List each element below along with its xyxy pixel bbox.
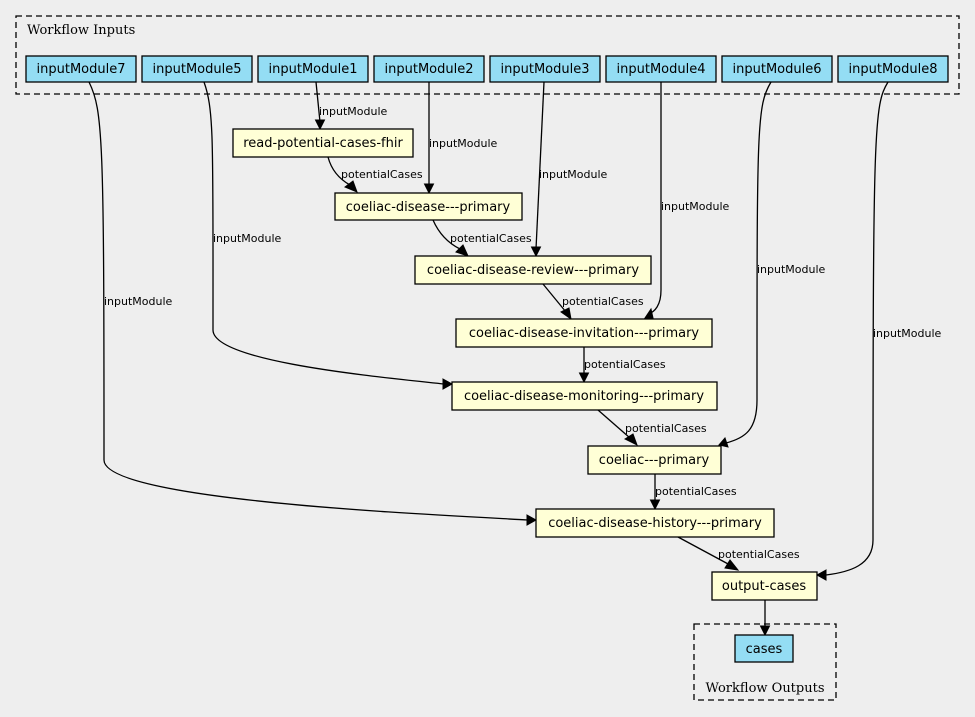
- node-input-module7[interactable]: inputModule7: [25, 55, 137, 83]
- svg-text:coeliac-disease-monitoring---p: coeliac-disease-monitoring---primary: [464, 389, 704, 404]
- edge-label: potentialCases: [655, 485, 737, 498]
- node-coeliac-disease-invitation-primary[interactable]: coeliac-disease-invitation---primary: [455, 318, 713, 348]
- node-input-module8[interactable]: inputModule8: [837, 55, 949, 83]
- edge-in8-output: inputModule: [815, 81, 942, 581]
- node-output-cases[interactable]: output-cases: [711, 571, 818, 601]
- node-input-module3[interactable]: inputModule3: [489, 55, 601, 83]
- edge-read-primary: potentialCases: [327, 156, 423, 193]
- edge-review-invitation: potentialCases: [542, 283, 644, 321]
- workflow-inputs-cluster: Workflow Inputs: [15, 15, 960, 95]
- node-input-module4[interactable]: inputModule4: [605, 55, 717, 83]
- edge-label: potentialCases: [584, 358, 666, 371]
- svg-text:coeliac-disease---primary: coeliac-disease---primary: [346, 200, 511, 215]
- node-coeliac-disease-monitoring-primary[interactable]: coeliac-disease-monitoring---primary: [451, 381, 718, 411]
- edge-label: potentialCases: [450, 232, 532, 245]
- node-cases[interactable]: cases: [734, 634, 794, 663]
- node-read-potential-cases-fhir[interactable]: read-potential-cases-fhir: [232, 128, 414, 158]
- node-coeliac-disease-primary[interactable]: coeliac-disease---primary: [334, 192, 523, 221]
- svg-text:read-potential-cases-fhir: read-potential-cases-fhir: [243, 136, 403, 151]
- edge-label: inputModule: [319, 105, 388, 118]
- svg-text:coeliac-disease-history---prim: coeliac-disease-history---primary: [548, 516, 762, 531]
- node-input-module1[interactable]: inputModule1: [257, 55, 369, 83]
- edge-in6-coeliac: inputModule: [718, 81, 826, 448]
- edge-in5-monitoring: inputModule: [203, 81, 454, 390]
- node-input-module5[interactable]: inputModule5: [141, 55, 253, 83]
- edge-in4-invitation: inputModule: [644, 82, 730, 319]
- edge-in3-review: inputModule: [530, 81, 608, 258]
- edge-coeliac-history: potentialCases: [649, 474, 737, 511]
- edge-label: inputModule: [757, 263, 826, 276]
- edge-primary-review: potentialCases: [432, 219, 532, 257]
- svg-text:output-cases: output-cases: [722, 579, 806, 594]
- workflow-outputs-title: Workflow Outputs: [706, 681, 825, 696]
- edge-label: inputModule: [873, 327, 942, 340]
- node-coeliac-primary[interactable]: coeliac---primary: [587, 445, 722, 475]
- svg-text:inputModule6: inputModule6: [733, 62, 822, 77]
- svg-text:inputModule5: inputModule5: [153, 62, 242, 77]
- svg-text:coeliac-disease-review---prima: coeliac-disease-review---primary: [427, 263, 639, 278]
- edge-label: potentialCases: [718, 548, 800, 561]
- edge-invitation-monitoring: potentialCases: [578, 347, 666, 384]
- node-input-module6[interactable]: inputModule6: [721, 55, 833, 83]
- edge-label: potentialCases: [625, 422, 707, 435]
- svg-text:inputModule1: inputModule1: [269, 62, 358, 77]
- node-coeliac-disease-history-primary[interactable]: coeliac-disease-history---primary: [535, 508, 775, 538]
- edge-in2-primary: inputModule: [423, 82, 498, 195]
- svg-text:inputModule2: inputModule2: [385, 62, 474, 77]
- workflow-inputs-title: Workflow Inputs: [27, 23, 135, 38]
- svg-text:coeliac---primary: coeliac---primary: [599, 453, 710, 468]
- edge-label: inputModule: [104, 295, 173, 308]
- svg-text:inputModule3: inputModule3: [501, 62, 590, 77]
- svg-text:inputModule7: inputModule7: [37, 62, 126, 77]
- edge-history-output: potentialCases: [677, 536, 800, 571]
- edge-label: inputModule: [429, 137, 498, 150]
- node-coeliac-disease-review-primary[interactable]: coeliac-disease-review---primary: [414, 255, 652, 285]
- edge-label: potentialCases: [341, 168, 423, 181]
- edge-label: inputModule: [661, 200, 730, 213]
- svg-text:inputModule8: inputModule8: [849, 62, 938, 77]
- edge-in1-read: inputModule: [314, 81, 388, 131]
- edge-output-cases: [759, 600, 771, 637]
- edge-label: inputModule: [539, 168, 608, 181]
- node-input-module2[interactable]: inputModule2: [373, 55, 485, 83]
- svg-text:coeliac-disease-invitation---p: coeliac-disease-invitation---primary: [469, 326, 700, 341]
- svg-text:cases: cases: [746, 642, 783, 657]
- edge-in7-history: inputModule: [88, 81, 538, 526]
- svg-text:inputModule4: inputModule4: [617, 62, 706, 77]
- edge-label: potentialCases: [562, 295, 644, 308]
- edge-monitoring-coeliac: potentialCases: [597, 409, 707, 447]
- edge-label: inputModule: [213, 232, 282, 245]
